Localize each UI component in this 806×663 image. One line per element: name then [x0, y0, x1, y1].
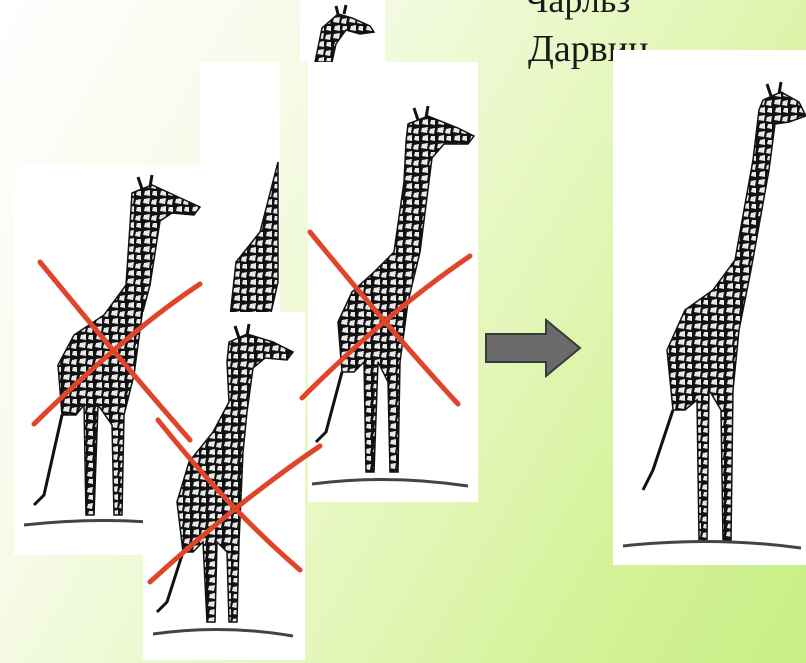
arrow-right-icon — [484, 318, 584, 378]
cross-mark-2 — [150, 420, 320, 582]
cross-mark-1 — [34, 262, 200, 440]
cross-mark-3 — [302, 232, 470, 404]
giraffe-image-selected — [613, 50, 806, 565]
